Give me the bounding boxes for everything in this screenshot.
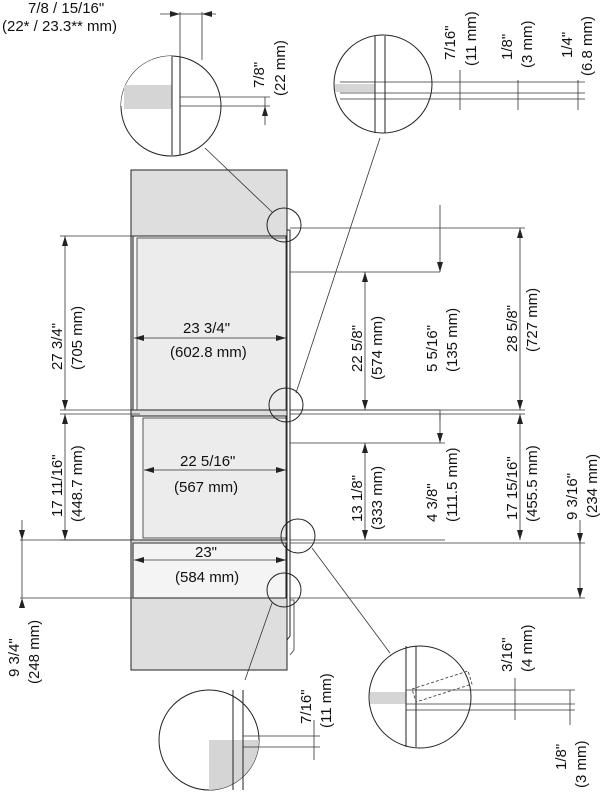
lower-appliance [142, 417, 287, 539]
label-22mm: (22 mm) [272, 40, 289, 96]
label-7-16-bottom: 7/16" [298, 689, 315, 724]
label-22-5-16: 22 5/16" [180, 453, 235, 470]
label-17-11-16: 17 11/16" [49, 454, 66, 517]
drawer-space [132, 542, 287, 599]
label-9-3-16: 9 3/16" [564, 473, 581, 520]
label-248mm: (248 mm) [26, 620, 43, 684]
callout-markers [204, 137, 391, 681]
label-1-4: 1/4" [559, 32, 576, 58]
label-7-16-top: 7/16" [442, 25, 459, 60]
detail-top-left [120, 11, 270, 157]
label-7-8: 7/8" [251, 62, 268, 88]
label-27-3-4: 27 3/4" [49, 323, 66, 370]
label-705mm: (705 mm) [69, 306, 86, 370]
label-top-mm: (22* / 23.3** mm) [2, 18, 117, 35]
label-448-7mm: (448.7 mm) [69, 445, 86, 522]
label-17-15-16: 17 15/16" [504, 456, 521, 520]
cabinet [130, 169, 295, 671]
label-584mm: (584 mm) [175, 569, 239, 586]
label-602-8mm: (602.8 mm) [170, 344, 247, 361]
label-574mm: (574 mm) [369, 316, 386, 380]
dimension-lines [19, 205, 585, 608]
label-11mm-top: (11 mm) [463, 11, 480, 66]
label-3-16: 3/16" [499, 637, 516, 672]
detail-bottom-right [368, 645, 575, 749]
label-11mm-bottom: (11 mm) [318, 673, 335, 728]
label-22-5-8: 22 5/8" [349, 325, 366, 372]
detail-top-right [333, 34, 585, 134]
label-top-fraction: 7/8 / 15/16" [28, 0, 104, 17]
label-4mm: (4 mm) [519, 625, 536, 673]
label-3mm-top: (3 mm) [519, 21, 536, 69]
label-111-5mm: (111.5 mm) [444, 448, 461, 522]
label-234mm: (234 mm) [584, 454, 600, 518]
label-6-8mm: (6.8 mm) [579, 16, 596, 76]
detail-bottom-left [158, 689, 320, 791]
label-3mm-bottom: (3 mm) [573, 741, 590, 789]
label-28-5-8: 28 5/8" [504, 305, 521, 352]
label-135mm: (135 mm) [444, 308, 461, 372]
label-1-8-bottom: 1/8" [553, 744, 570, 770]
middle-shelf [130, 409, 288, 417]
label-333mm: (333 mm) [369, 466, 386, 530]
label-727mm: (727 mm) [524, 288, 541, 352]
upper-appliance [136, 237, 287, 411]
label-455-5mm: (455.5 mm) [524, 445, 541, 522]
label-23: 23" [195, 544, 217, 561]
label-9-3-4: 9 3/4" [6, 638, 23, 677]
label-5-5-16: 5 5/16" [424, 325, 441, 372]
label-1-8-top: 1/8" [499, 34, 516, 60]
label-567mm: (567 mm) [174, 479, 238, 496]
label-23-3-4: 23 3/4" [183, 320, 230, 337]
label-4-3-8: 4 3/8" [424, 483, 441, 522]
label-13-1-8: 13 1/8" [349, 475, 366, 522]
